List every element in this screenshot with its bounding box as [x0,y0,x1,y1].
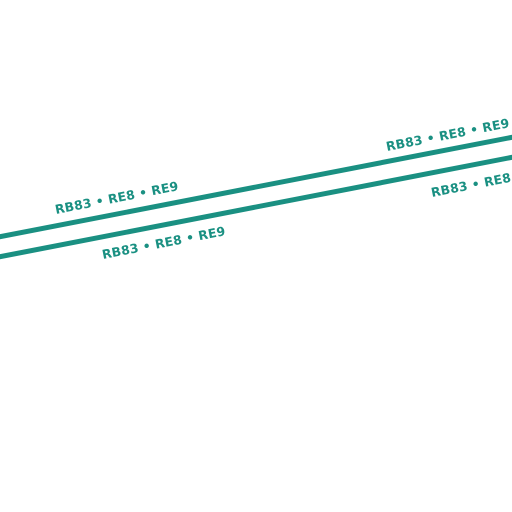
railway-line-lower[interactable] [0,154,512,260]
railway-track-upper[interactable] [0,134,512,240]
railway-line-upper[interactable] [0,134,512,240]
railway-track-lower[interactable] [0,154,512,260]
